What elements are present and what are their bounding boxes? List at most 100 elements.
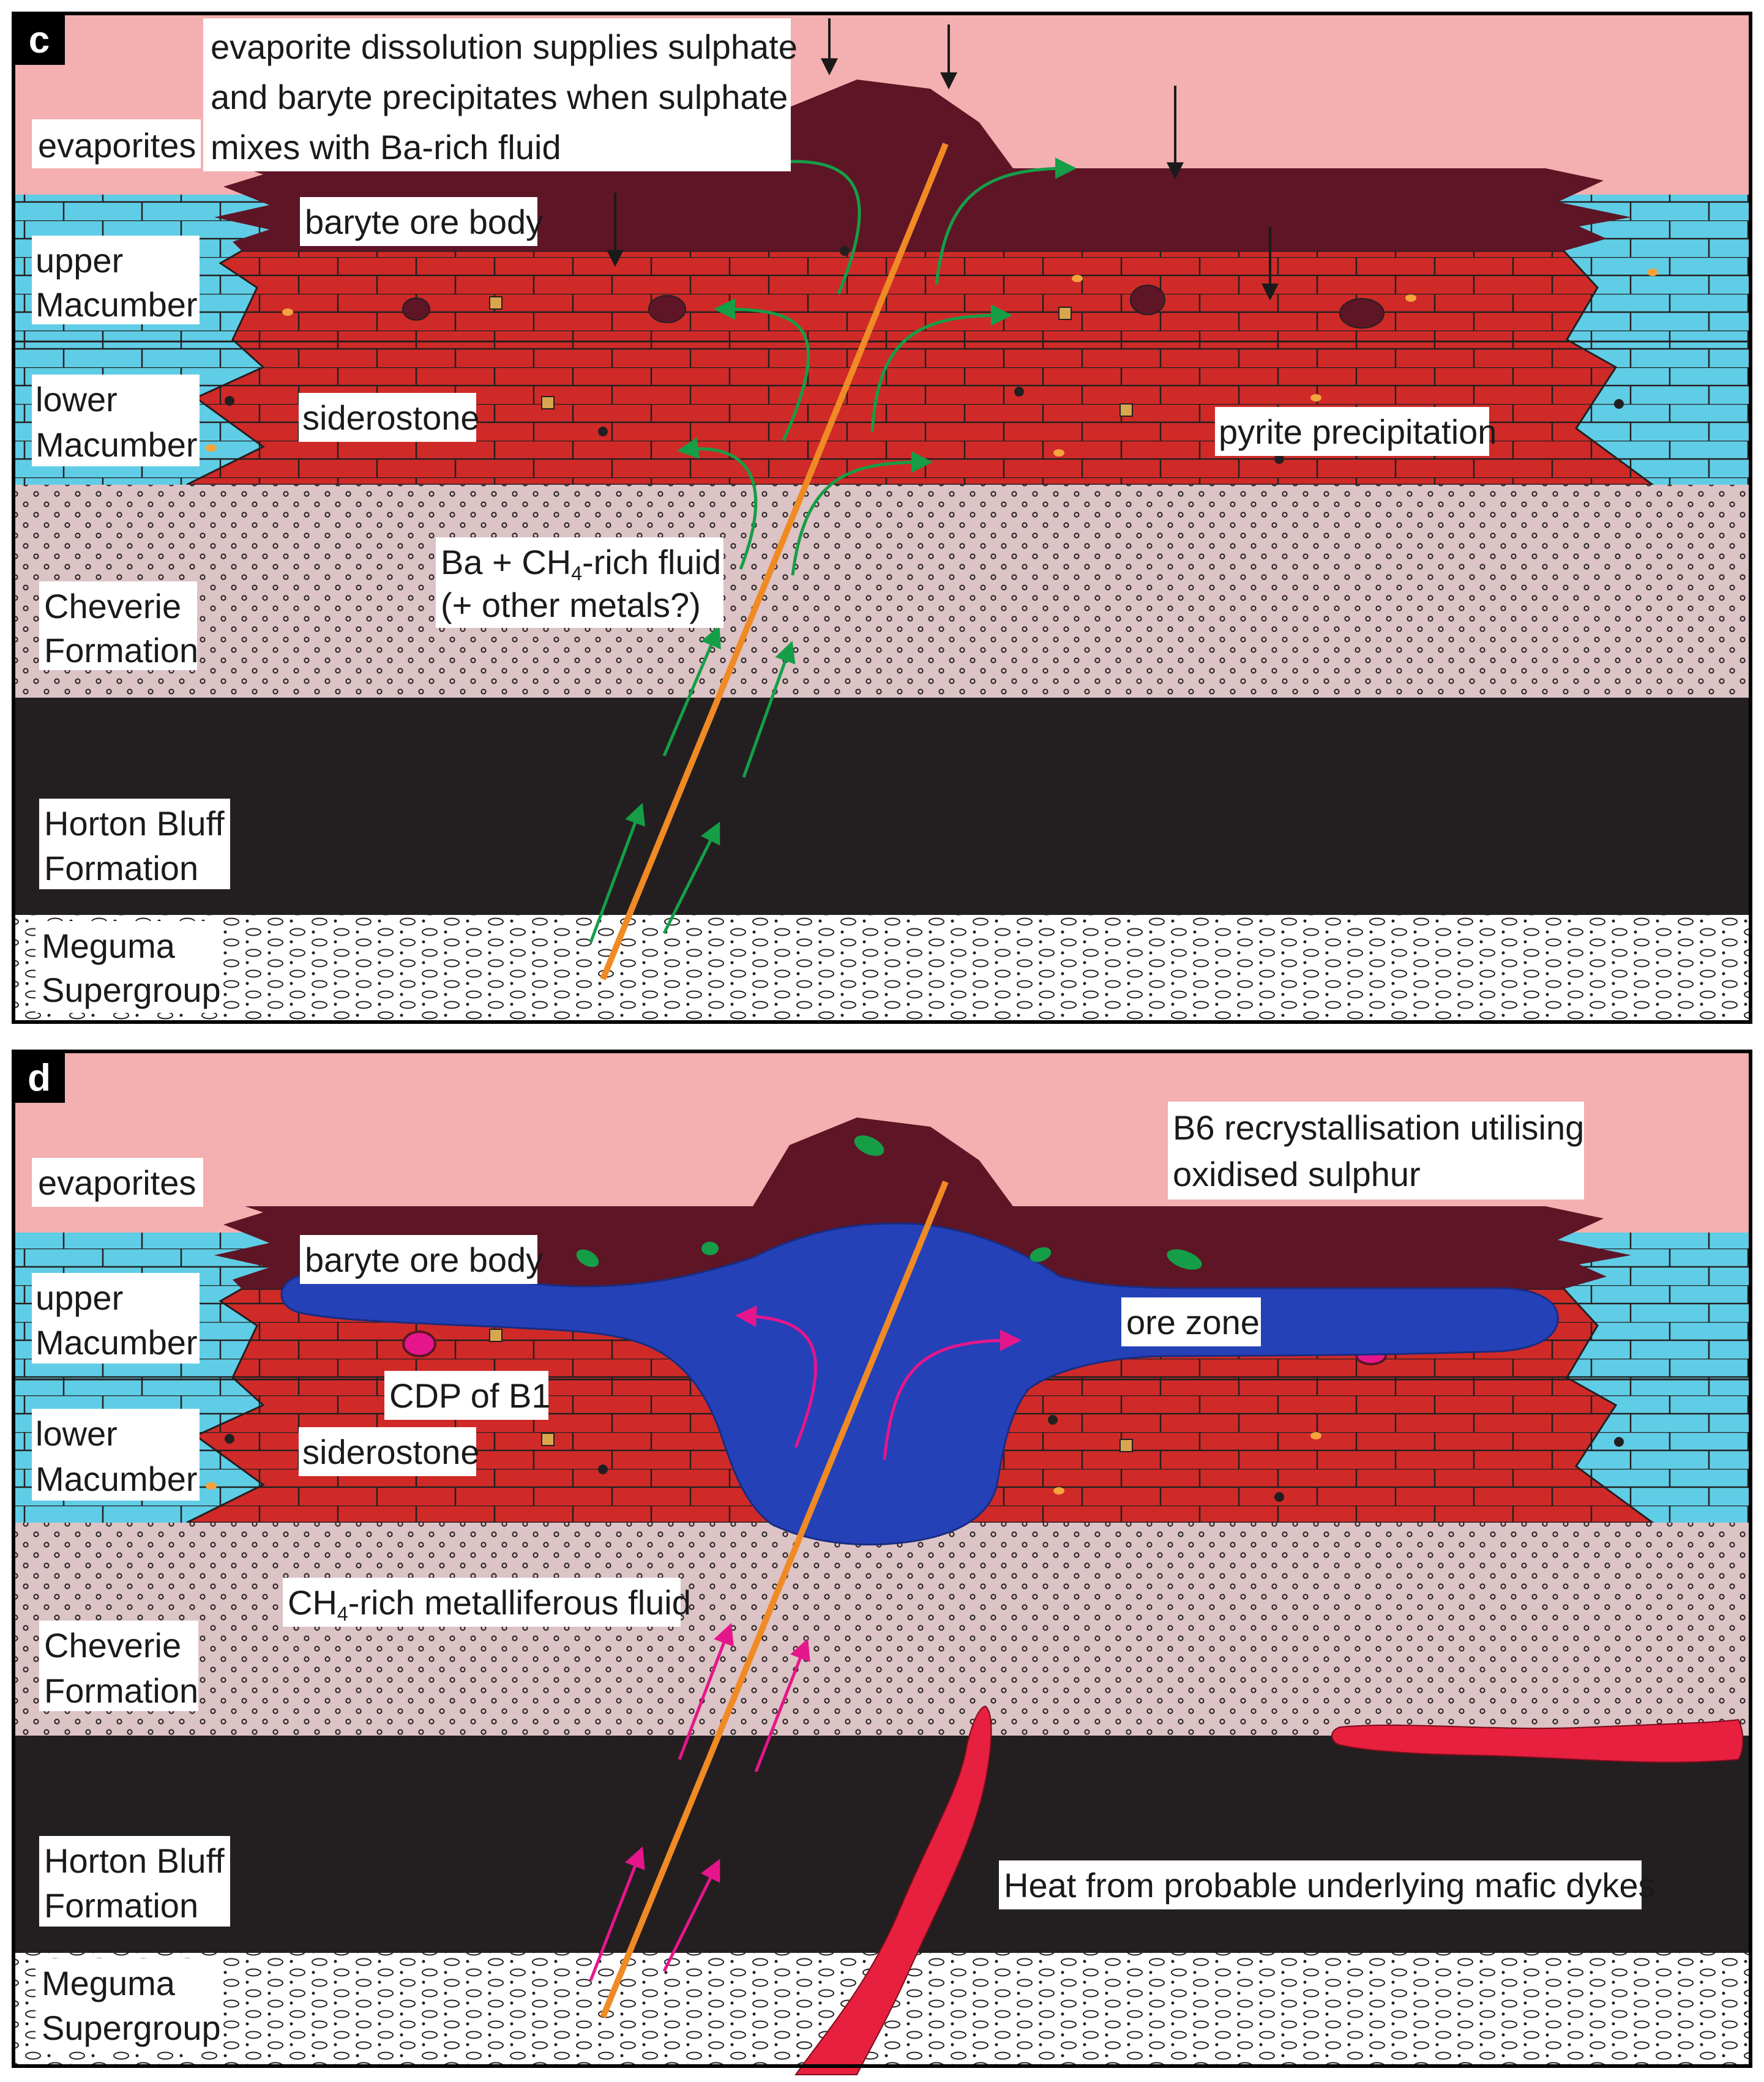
process-note: evaporite dissolution supplies sulphate: [211, 28, 798, 66]
process-note: and baryte precipitates when sulphate: [211, 78, 788, 116]
process-note: mixes with Ba-rich fluid: [211, 128, 561, 166]
panel-d: d B6 recrystallisation utilising oxidise…: [12, 1050, 1752, 2075]
mafic-dyke-horizontal: [1331, 1718, 1744, 1763]
fluid-arrow: [935, 157, 1077, 285]
baryte-clast: [648, 295, 686, 323]
unit-label-lower-macumber: lower: [36, 380, 118, 419]
unit-label-lower-macumber: Macumber: [36, 1460, 198, 1498]
unit-label-baryte: baryte ore body: [305, 1241, 543, 1279]
pyrite-dot: [225, 396, 234, 406]
horton-layer: [13, 698, 1751, 915]
meguma-pebble-pattern: [13, 915, 1751, 1022]
process-label-pyrite: pyrite precipitation: [1219, 412, 1497, 451]
panel-frame: [12, 12, 1752, 1024]
pyrite-grain: [1647, 269, 1658, 276]
unit-label-meguma: Meguma: [42, 1964, 176, 2002]
fluid-arrow: [870, 304, 1012, 432]
fluid-arrow: [735, 1305, 817, 1448]
sulphate-arrows: [607, 18, 1279, 301]
pyrite-dot: [1048, 1415, 1058, 1425]
pyrite-grain: [206, 1482, 217, 1490]
fluid-label: (+ other metals?): [441, 586, 701, 624]
unit-label-upper-macumber: upper: [36, 1278, 123, 1317]
unit-label-meguma: Supergroup: [42, 971, 221, 1009]
recrystallised-fragment: [854, 1135, 884, 1156]
pyrite-dot: [1614, 399, 1624, 409]
fluid-arrow: [589, 802, 646, 943]
pyrite-dot: [1274, 454, 1284, 464]
fluid-label: Ba + CH4-rich fluid: [441, 543, 721, 584]
recrystallised-fragment: [576, 1249, 599, 1267]
cdp-label: CDP of B1: [389, 1376, 551, 1415]
panel-letter: c: [29, 19, 50, 61]
unit-label-baryte: baryte ore body: [305, 203, 543, 241]
unit-label-siderostone: siderostone: [302, 398, 480, 437]
baryte-fragments: [576, 1135, 1202, 1270]
unit-label-upper-macumber: upper: [36, 241, 123, 280]
unit-label-cheverie: Cheverie: [44, 1626, 181, 1665]
unit-label-siderostone: siderostone: [302, 1433, 480, 1471]
baryte-clast: [402, 297, 430, 321]
panel-d-labels: d B6 recrystallisation utilising oxidise…: [13, 1051, 1656, 2051]
pyrite-dot: [225, 1434, 234, 1444]
pyrite-grain: [1405, 294, 1416, 302]
pyrite-grain: [1310, 1432, 1321, 1439]
unit-label-meguma: Meguma: [42, 927, 176, 965]
unit-label-cheverie: Formation: [44, 1671, 198, 1710]
ba-fluid-arrows: [589, 150, 1077, 943]
unit-label-upper-macumber: Macumber: [36, 1323, 198, 1362]
pyrite-grain: [1310, 394, 1321, 401]
unit-label-upper-macumber: Macumber: [36, 285, 198, 324]
baryte-ore-body: [214, 1117, 1631, 1289]
recrystallised-fragment: [701, 1242, 719, 1255]
panel-c-labels: c evaporite dissolution supplies sulphat…: [13, 13, 1497, 1013]
pyrite-grain: [1053, 449, 1064, 457]
unit-label-meguma: Supergroup: [42, 2009, 221, 2047]
fluid-arrow: [742, 640, 796, 778]
fluid-arrow: [883, 1329, 1022, 1460]
unit-label-lower-macumber: lower: [36, 1414, 118, 1453]
unit-label-evaporites: evaporites: [38, 126, 196, 165]
mafic-dyke-vertical: [794, 1705, 992, 2075]
siderite-grain: [1119, 403, 1133, 417]
fluid-arrow: [662, 821, 720, 935]
pyrite-dot: [840, 246, 850, 256]
fluid-arrow: [769, 150, 861, 294]
pyrite-dot: [598, 427, 608, 436]
pyrite-dot: [1274, 1492, 1284, 1502]
panel-letter: d: [28, 1057, 51, 1099]
siderite-grain: [1058, 307, 1072, 320]
siderite-grain: [541, 396, 555, 409]
unit-label-lower-macumber: Macumber: [36, 425, 198, 464]
fluid-arrow: [677, 438, 758, 570]
cheverie-dot-pattern: [13, 1523, 1751, 1736]
fluid-arrow: [714, 298, 810, 442]
panel-c: c evaporite dissolution supplies sulphat…: [12, 12, 1752, 1024]
unit-label-horton-bluff: Formation: [44, 1886, 198, 1925]
siderite-grain: [541, 1433, 555, 1446]
pyrite-grain: [1072, 275, 1083, 282]
baryte-clast: [1339, 298, 1385, 329]
fluid-arrow: [662, 1859, 720, 1972]
fluid-label: CH4-rich metalliferous fluid: [288, 1583, 691, 1625]
horton-layer: [13, 1736, 1751, 1953]
siderite-grain: [489, 1329, 503, 1342]
fault-line: [600, 143, 949, 980]
recrystallised-fragment: [1030, 1247, 1052, 1263]
fluid-arrow: [678, 1622, 734, 1760]
fluid-arrow: [754, 1638, 810, 1772]
unit-label-evaporites: evaporites: [38, 1163, 196, 1202]
cheverie-dot-pattern: [13, 485, 1751, 698]
cdp-inclusion: [402, 1330, 436, 1357]
siderite-grain: [1119, 1439, 1133, 1452]
pyrite-grain: [282, 308, 293, 316]
baryte-clast: [1130, 285, 1165, 315]
pyrite-dot: [598, 1464, 608, 1474]
unit-label-cheverie: Cheverie: [44, 587, 181, 625]
siderite-grain: [489, 296, 503, 310]
process-note: B6 recrystallisation utilising: [1173, 1108, 1584, 1147]
pyrite-dot: [1014, 387, 1024, 397]
ore-zone-label: ore zone: [1126, 1303, 1260, 1341]
fluid-arrow: [662, 625, 721, 756]
